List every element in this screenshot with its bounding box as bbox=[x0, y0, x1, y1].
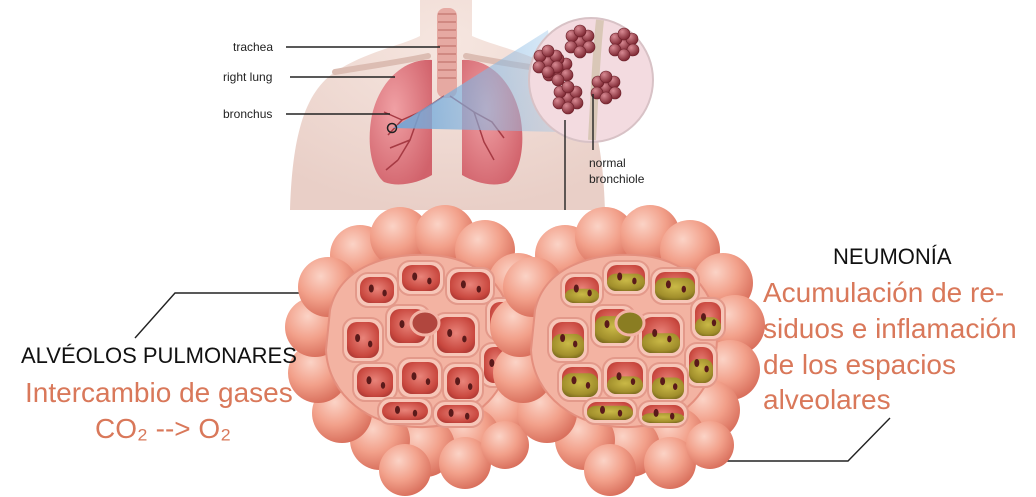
cell-nucleus bbox=[572, 376, 577, 384]
cell-nucleus bbox=[652, 329, 657, 337]
alveolus-chamber bbox=[691, 298, 725, 340]
cell-nucleus bbox=[704, 366, 708, 373]
alveolus-chamber bbox=[343, 318, 383, 362]
fluid-deposit bbox=[695, 317, 721, 336]
alveolus-chamber bbox=[446, 268, 494, 304]
cell-nucleus bbox=[701, 313, 706, 321]
cell-nucleus bbox=[400, 320, 405, 328]
bronchus-label: bronchus bbox=[223, 107, 272, 121]
cell-nucleus bbox=[413, 410, 417, 417]
cell-nucleus bbox=[489, 359, 494, 367]
cell-nucleus bbox=[667, 336, 671, 343]
cell-nucleus bbox=[670, 413, 674, 420]
left-caption-title: ALVÉOLOS PULMONARES bbox=[21, 343, 297, 369]
cell-nucleus bbox=[455, 377, 460, 385]
cell-nucleus bbox=[465, 413, 469, 420]
cell-nucleus bbox=[654, 409, 659, 417]
cell-nucleus bbox=[660, 377, 665, 385]
fluid-deposit bbox=[652, 378, 684, 399]
cell-nucleus bbox=[618, 410, 622, 417]
alveolus-chamber bbox=[603, 358, 647, 398]
fluid-deposit bbox=[607, 376, 643, 394]
alveolus-chamber bbox=[638, 401, 688, 427]
cell-nucleus bbox=[573, 341, 577, 348]
right-caption-title: NEUMONÍA bbox=[833, 244, 952, 270]
alveolus-chamber bbox=[548, 318, 588, 362]
cell-nucleus bbox=[382, 290, 386, 297]
cell-nucleus bbox=[712, 319, 716, 326]
right-lung-label: right lung bbox=[223, 70, 272, 84]
cell-nucleus bbox=[381, 382, 385, 389]
fluid-deposit bbox=[607, 274, 645, 291]
cell-nucleus bbox=[462, 336, 466, 343]
left-caption-line1: Intercambio de gases bbox=[25, 377, 293, 409]
right-caption-line2: siduos e inflamación bbox=[763, 313, 1017, 345]
fluid-deposit bbox=[689, 359, 713, 383]
cell-nucleus bbox=[468, 383, 472, 390]
cell-nucleus bbox=[477, 286, 481, 293]
alveolus-chamber bbox=[648, 363, 688, 403]
cell-nucleus bbox=[427, 278, 431, 285]
cell-nucleus bbox=[631, 378, 635, 385]
fluid-deposit bbox=[587, 406, 633, 420]
alveolus-chamber bbox=[651, 268, 699, 304]
alveolus-chamber bbox=[561, 273, 603, 307]
cell-nucleus bbox=[447, 329, 452, 337]
magnified-inset bbox=[529, 18, 653, 142]
cell-nucleus bbox=[617, 372, 622, 380]
alveolar-duct bbox=[616, 311, 644, 335]
fluid-deposit bbox=[642, 333, 680, 353]
cell-nucleus bbox=[560, 334, 565, 342]
alveolus-sphere bbox=[584, 444, 636, 496]
cell-nucleus bbox=[605, 320, 610, 328]
alveolus-chamber bbox=[443, 363, 483, 403]
alveolus-sphere bbox=[379, 444, 431, 496]
cell-nucleus bbox=[355, 334, 360, 342]
cell-nucleus bbox=[673, 383, 677, 390]
alveolus-chamber bbox=[378, 398, 432, 424]
cell-nucleus bbox=[369, 285, 374, 293]
cell-nucleus bbox=[461, 280, 466, 288]
cell-nucleus bbox=[586, 382, 590, 389]
cell-nucleus bbox=[617, 273, 622, 281]
fluid-deposit bbox=[655, 278, 695, 300]
alveolus-chamber bbox=[398, 358, 442, 398]
alveoli-pneumonia-cluster bbox=[490, 205, 765, 496]
cell-nucleus bbox=[682, 286, 686, 293]
alveolus-chamber bbox=[558, 363, 602, 401]
cell-nucleus bbox=[426, 378, 430, 385]
alveolus-chamber bbox=[685, 343, 717, 387]
cell-nucleus bbox=[449, 409, 454, 417]
alveolus-chamber bbox=[356, 273, 398, 307]
fluid-deposit bbox=[642, 413, 684, 423]
alveolus-chamber bbox=[353, 363, 397, 401]
right-caption-line1: Acumulación de re- bbox=[763, 277, 1004, 309]
cell-nucleus bbox=[367, 376, 372, 384]
cell-nucleus bbox=[600, 406, 605, 414]
fluid-deposit bbox=[562, 373, 598, 397]
alveolar-duct bbox=[411, 311, 439, 335]
cell-nucleus bbox=[694, 359, 699, 367]
normal-bronchiole-label-line2: bronchiole bbox=[589, 172, 644, 186]
fluid-deposit bbox=[552, 334, 584, 358]
cell-nucleus bbox=[412, 273, 417, 281]
alveolus-chamber bbox=[433, 401, 483, 427]
cell-nucleus bbox=[587, 290, 591, 297]
right-caption-line3: de los espacios bbox=[763, 349, 956, 381]
cell-nucleus bbox=[395, 406, 400, 414]
left-caption-line2: CO₂ --> O₂ bbox=[95, 413, 231, 445]
trachea-label: trachea bbox=[233, 40, 273, 54]
fluid-deposit bbox=[565, 289, 599, 303]
alveolus-chamber bbox=[603, 261, 649, 295]
alveolus-chamber bbox=[398, 261, 444, 295]
cell-nucleus bbox=[574, 285, 579, 293]
alveolus-sphere bbox=[686, 421, 734, 469]
cell-nucleus bbox=[412, 372, 417, 380]
right-caption-line4: alveolares bbox=[763, 384, 891, 416]
cell-nucleus bbox=[632, 278, 636, 285]
cell-nucleus bbox=[666, 280, 671, 288]
alveolus-chamber bbox=[583, 398, 637, 424]
normal-bronchiole-label-line1: normal bbox=[589, 156, 626, 170]
cell-nucleus bbox=[368, 341, 372, 348]
